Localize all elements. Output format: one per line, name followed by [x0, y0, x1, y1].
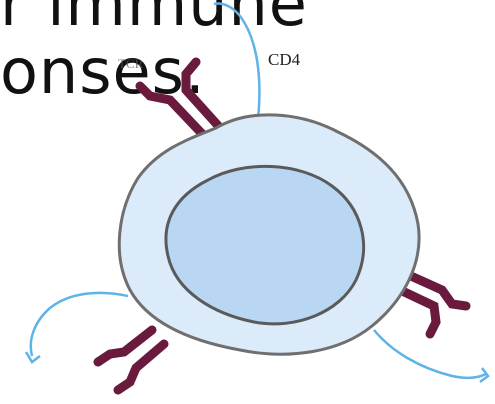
cd4-loop-top	[214, 4, 259, 119]
receptor-bottom-left	[98, 330, 164, 390]
receptor-top-left	[140, 62, 222, 140]
cd4-label: CD4	[268, 50, 300, 70]
tcr-label: TCR	[118, 56, 143, 72]
